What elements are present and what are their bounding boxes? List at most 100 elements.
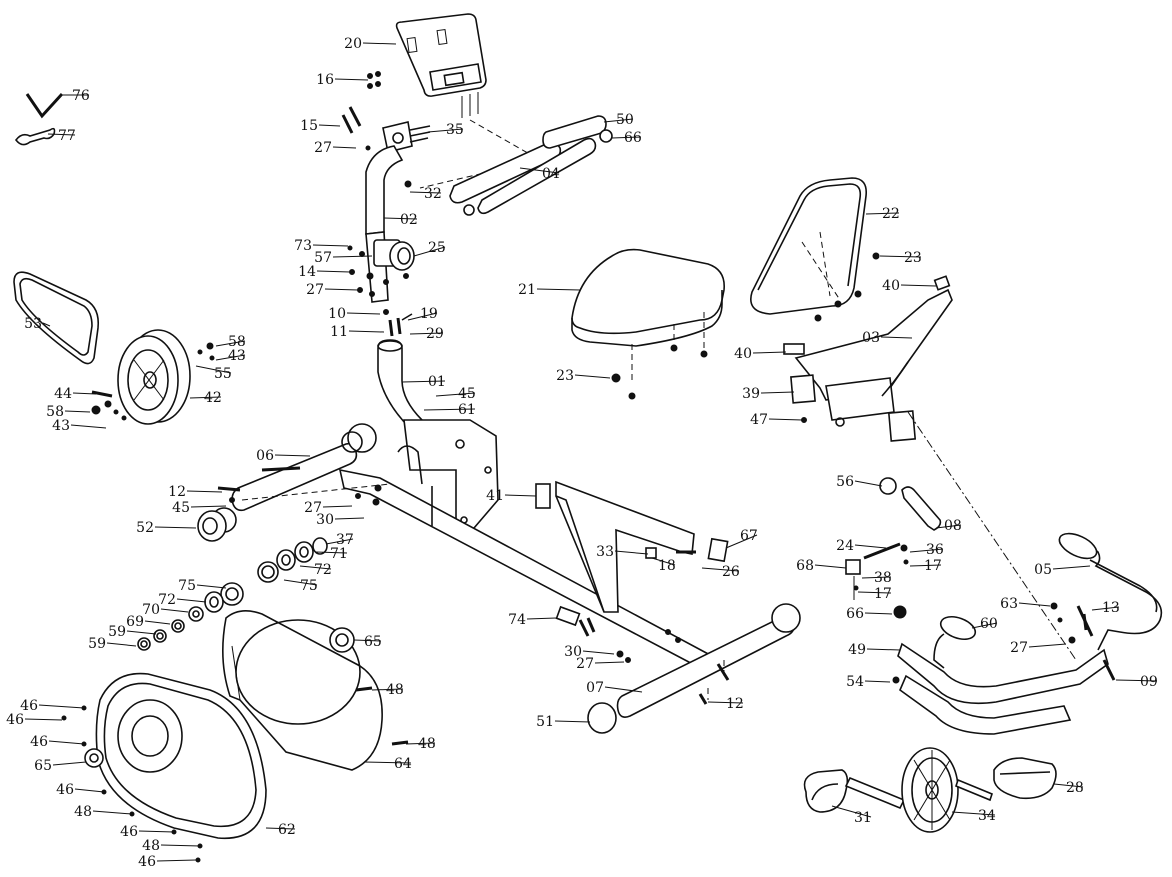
leader-line-p12b <box>707 701 744 704</box>
part-label-p66b: 66 <box>846 606 864 622</box>
leader-line-p48b <box>405 742 436 745</box>
leader-line-p59b <box>106 642 137 647</box>
backrest-nuts <box>814 252 880 322</box>
main-frame <box>338 419 714 672</box>
part-label-p59b: 59 <box>88 636 106 652</box>
part-label-p59a: 59 <box>108 624 126 640</box>
leader-line-p19 <box>407 312 438 321</box>
backrest-cushion <box>750 177 868 315</box>
part-label-p18: 18 <box>658 558 676 574</box>
part-label-p17a: 17 <box>924 558 942 574</box>
leader-line-p48a <box>371 688 404 691</box>
leader-line-p77 <box>47 133 76 136</box>
rear-base-fasteners <box>892 602 1116 684</box>
leader-line-p46b <box>24 718 63 721</box>
leader-line-p52 <box>154 526 197 529</box>
leader-line-p44 <box>72 392 97 395</box>
leader-line-p06 <box>274 454 311 457</box>
frame-fasteners <box>217 466 382 506</box>
leader-line-p73 <box>312 244 349 247</box>
part-label-p77: 77 <box>58 128 76 144</box>
part-label-p19: 19 <box>420 306 438 322</box>
part-label-p48d: 48 <box>142 838 160 854</box>
base-fasteners <box>555 605 681 663</box>
seat-rail <box>555 480 695 613</box>
seat-pads <box>790 374 917 442</box>
part-label-p65b: 65 <box>34 758 52 774</box>
part-label-p65a: 65 <box>364 634 382 650</box>
leader-line-p05 <box>1052 565 1091 570</box>
part-label-p48c: 48 <box>74 804 92 820</box>
leader-line-p65b <box>52 761 87 766</box>
part-label-p46f: 46 <box>138 854 156 870</box>
console-bracket <box>382 121 431 153</box>
leader-line-p16 <box>334 78 369 81</box>
part-label-p06: 06 <box>256 448 274 464</box>
part-label-p62: 62 <box>278 822 296 838</box>
part-label-p70: 70 <box>142 602 160 618</box>
leader-line-p07 <box>604 686 643 693</box>
cover-caps <box>84 627 355 768</box>
leader-line-p66b <box>864 612 893 615</box>
part-label-p38: 38 <box>874 570 892 586</box>
part-label-p74: 74 <box>508 612 526 628</box>
leader-line-p22 <box>865 212 900 215</box>
leader-line-p27c <box>322 505 353 508</box>
part-label-p28: 28 <box>1066 780 1084 796</box>
part-label-p61: 61 <box>458 402 476 418</box>
leader-line-p12a <box>186 490 223 493</box>
part-label-p75a: 75 <box>300 578 318 594</box>
leader-line-p20 <box>362 42 397 45</box>
part-label-p73: 73 <box>294 238 312 254</box>
leader-line-p29 <box>409 332 444 335</box>
leader-line-p32 <box>409 191 442 194</box>
part-label-p46e: 46 <box>120 824 138 840</box>
leader-line-p41 <box>504 494 537 497</box>
part-label-p03: 03 <box>862 330 880 346</box>
part-label-p76: 76 <box>72 88 90 104</box>
leader-line-p30b <box>582 650 615 655</box>
part-label-p16: 16 <box>316 72 334 88</box>
part-label-p04: 04 <box>542 166 560 182</box>
leader-line-p43b <box>70 424 107 429</box>
part-label-p27a: 27 <box>314 140 332 156</box>
drive-belt <box>13 271 100 365</box>
leader-line-p31 <box>831 805 872 818</box>
leader-line-p58a <box>215 340 246 347</box>
leader-line-p27a <box>332 146 357 149</box>
part-label-p10: 10 <box>328 306 346 322</box>
leader-line-p75a <box>283 579 318 586</box>
adjustment-knob-60 <box>933 615 977 669</box>
leader-line-p57 <box>332 255 373 258</box>
part-label-p25: 25 <box>428 240 446 256</box>
leader-line-p74 <box>526 617 557 620</box>
leader-line-p02 <box>383 217 418 220</box>
leader-line-p03 <box>880 336 913 339</box>
leader-line-p14 <box>316 270 351 273</box>
leader-line-p28 <box>1053 783 1084 788</box>
leader-line-p34 <box>951 811 996 816</box>
wrench-tool <box>14 127 56 146</box>
leader-line-p70 <box>160 608 189 613</box>
inner-chain-cover <box>222 610 383 771</box>
part-label-p29: 29 <box>426 326 444 342</box>
leader-line-p42 <box>189 396 222 399</box>
part-label-p64: 64 <box>394 756 412 772</box>
leader-line-p51 <box>554 720 591 723</box>
tension-knob <box>373 239 415 271</box>
part-label-p55: 55 <box>214 366 232 382</box>
leader-line-p38 <box>861 576 892 579</box>
part-label-p63: 63 <box>1000 596 1018 612</box>
leader-line-p11 <box>348 330 385 333</box>
part-label-p52: 52 <box>136 520 154 536</box>
leader-line-p04 <box>519 167 560 174</box>
allen-key-tool <box>25 92 64 119</box>
part-label-p34: 34 <box>978 808 996 824</box>
rail-parts <box>535 483 729 563</box>
leader-line-p23b <box>879 255 922 258</box>
part-label-p51: 51 <box>536 714 554 730</box>
part-label-p17b: 17 <box>874 586 892 602</box>
part-label-p56: 56 <box>836 474 854 490</box>
part-label-p12a: 12 <box>168 484 186 500</box>
